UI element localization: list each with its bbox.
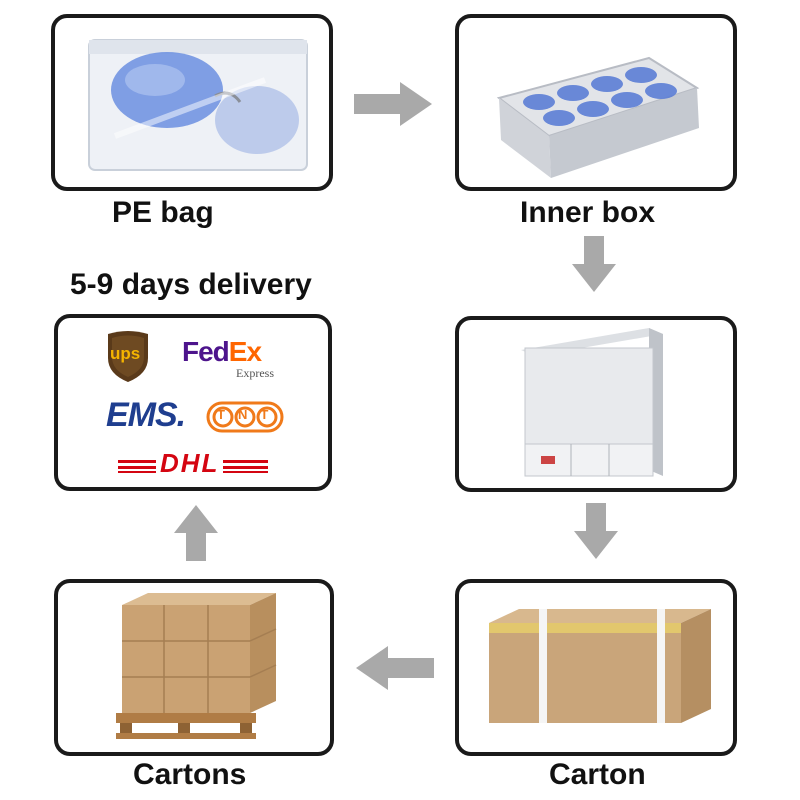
arrow-up-icon [174,505,218,561]
pallet-cartons-illustration [58,583,330,752]
inner-box-illustration [459,18,733,187]
step-carton-white-box-frame [455,316,737,492]
step-carton-frame [455,579,737,756]
arrow-down-icon [572,236,616,292]
step-cartons-frame [54,579,334,756]
white-box-illustration [459,320,733,488]
step-label-cartons: Cartons [133,758,246,792]
dhl-logo-text: DHL [156,448,223,479]
arrow-down-icon [574,503,618,559]
fedex-fed-text: Fed [182,336,229,367]
carton-illustration [459,583,733,752]
arrow-left-icon [354,646,434,690]
ems-logo-text: EMS. [106,396,185,435]
fedex-express-text: Express [236,366,274,381]
arrow-right-icon [354,82,434,126]
tnt-logo-text: TNT [217,407,275,422]
ups-text: ups [110,344,140,364]
step-label-pe-bag: PE bag [112,196,214,230]
delivery-carriers-frame: ups FedEx Express EMS. TNT DHL [54,314,332,491]
fedex-logo: FedEx [182,336,261,368]
pe-bag-illustration [55,18,329,187]
step-label-inner-box: Inner box [520,196,655,230]
step-inner-box-frame [455,14,737,191]
step-label-carton: Carton [549,758,646,792]
step-pe-bag-frame [51,14,333,191]
delivery-heading: 5-9 days delivery [70,268,312,302]
fedex-ex-text: Ex [229,336,261,367]
